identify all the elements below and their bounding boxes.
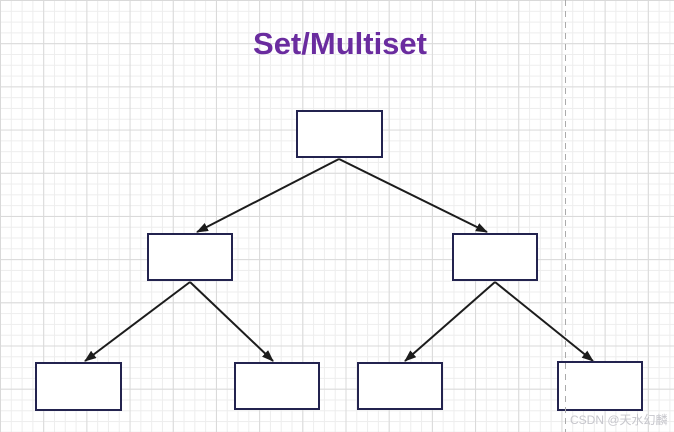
tree-node-leaf-2 [234,362,320,410]
edge-child-left-to-leaf-2 [189,281,274,362]
edge-child-right-to-leaf-4 [494,281,594,362]
tree-node-child-left [147,233,233,281]
diagram-title: Set/Multiset [253,26,427,61]
watermark: CSDN @天水幻麟 [570,413,668,427]
page-break-line [565,0,566,432]
tree-node-leaf-3 [357,362,443,410]
tree-node-child-right [452,233,538,281]
edge-root-to-child-right [338,158,488,233]
tree-node-leaf-1 [35,362,122,411]
edge-root-to-child-left [196,158,340,233]
tree-node-root [296,110,383,158]
tree-node-leaf-4 [557,361,643,411]
edge-child-left-to-leaf-1 [84,281,191,362]
edge-child-right-to-leaf-3 [404,281,496,362]
